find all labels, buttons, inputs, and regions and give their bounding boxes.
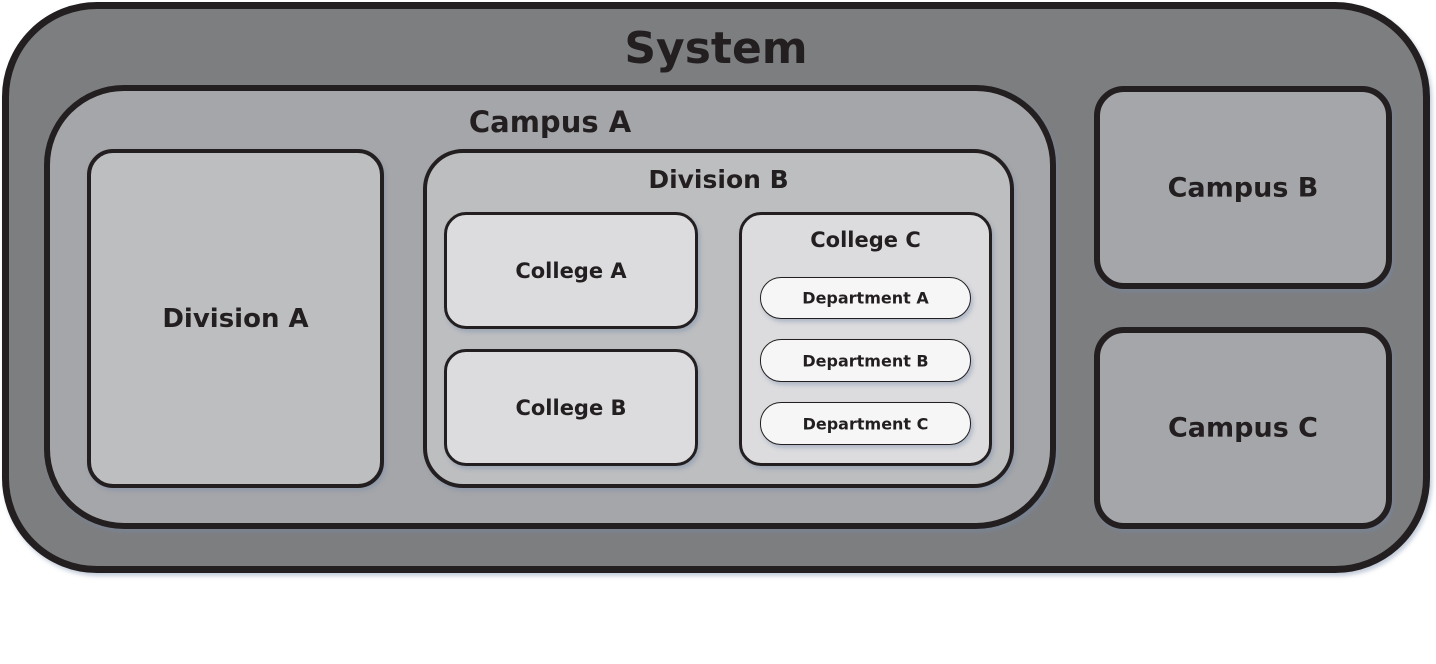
college-c-label: College C (810, 228, 921, 252)
college-b-label: College B (515, 395, 627, 420)
campus-c-box: Campus C (1094, 327, 1392, 529)
department-c-label: Department C (802, 414, 929, 433)
department-b-label: Department B (802, 351, 929, 370)
department-c-box: Department C (760, 402, 971, 445)
division-a-box: Division A (87, 149, 384, 488)
college-a-box: College A (444, 212, 698, 329)
campus-b-box: Campus B (1094, 86, 1392, 289)
campus-b-label: Campus B (1167, 172, 1319, 203)
division-a-label: Division A (162, 303, 309, 334)
campus-c-label: Campus C (1167, 412, 1318, 444)
system-label: System (624, 23, 808, 74)
college-b-box: College B (444, 349, 698, 466)
campus-a-label: Campus A (468, 105, 632, 139)
college-a-label: College A (515, 258, 627, 283)
division-b-label: Division B (648, 165, 789, 194)
department-b-box: Department B (760, 339, 971, 382)
department-a-label: Department A (802, 288, 929, 308)
department-a-box: Department A (760, 277, 971, 319)
